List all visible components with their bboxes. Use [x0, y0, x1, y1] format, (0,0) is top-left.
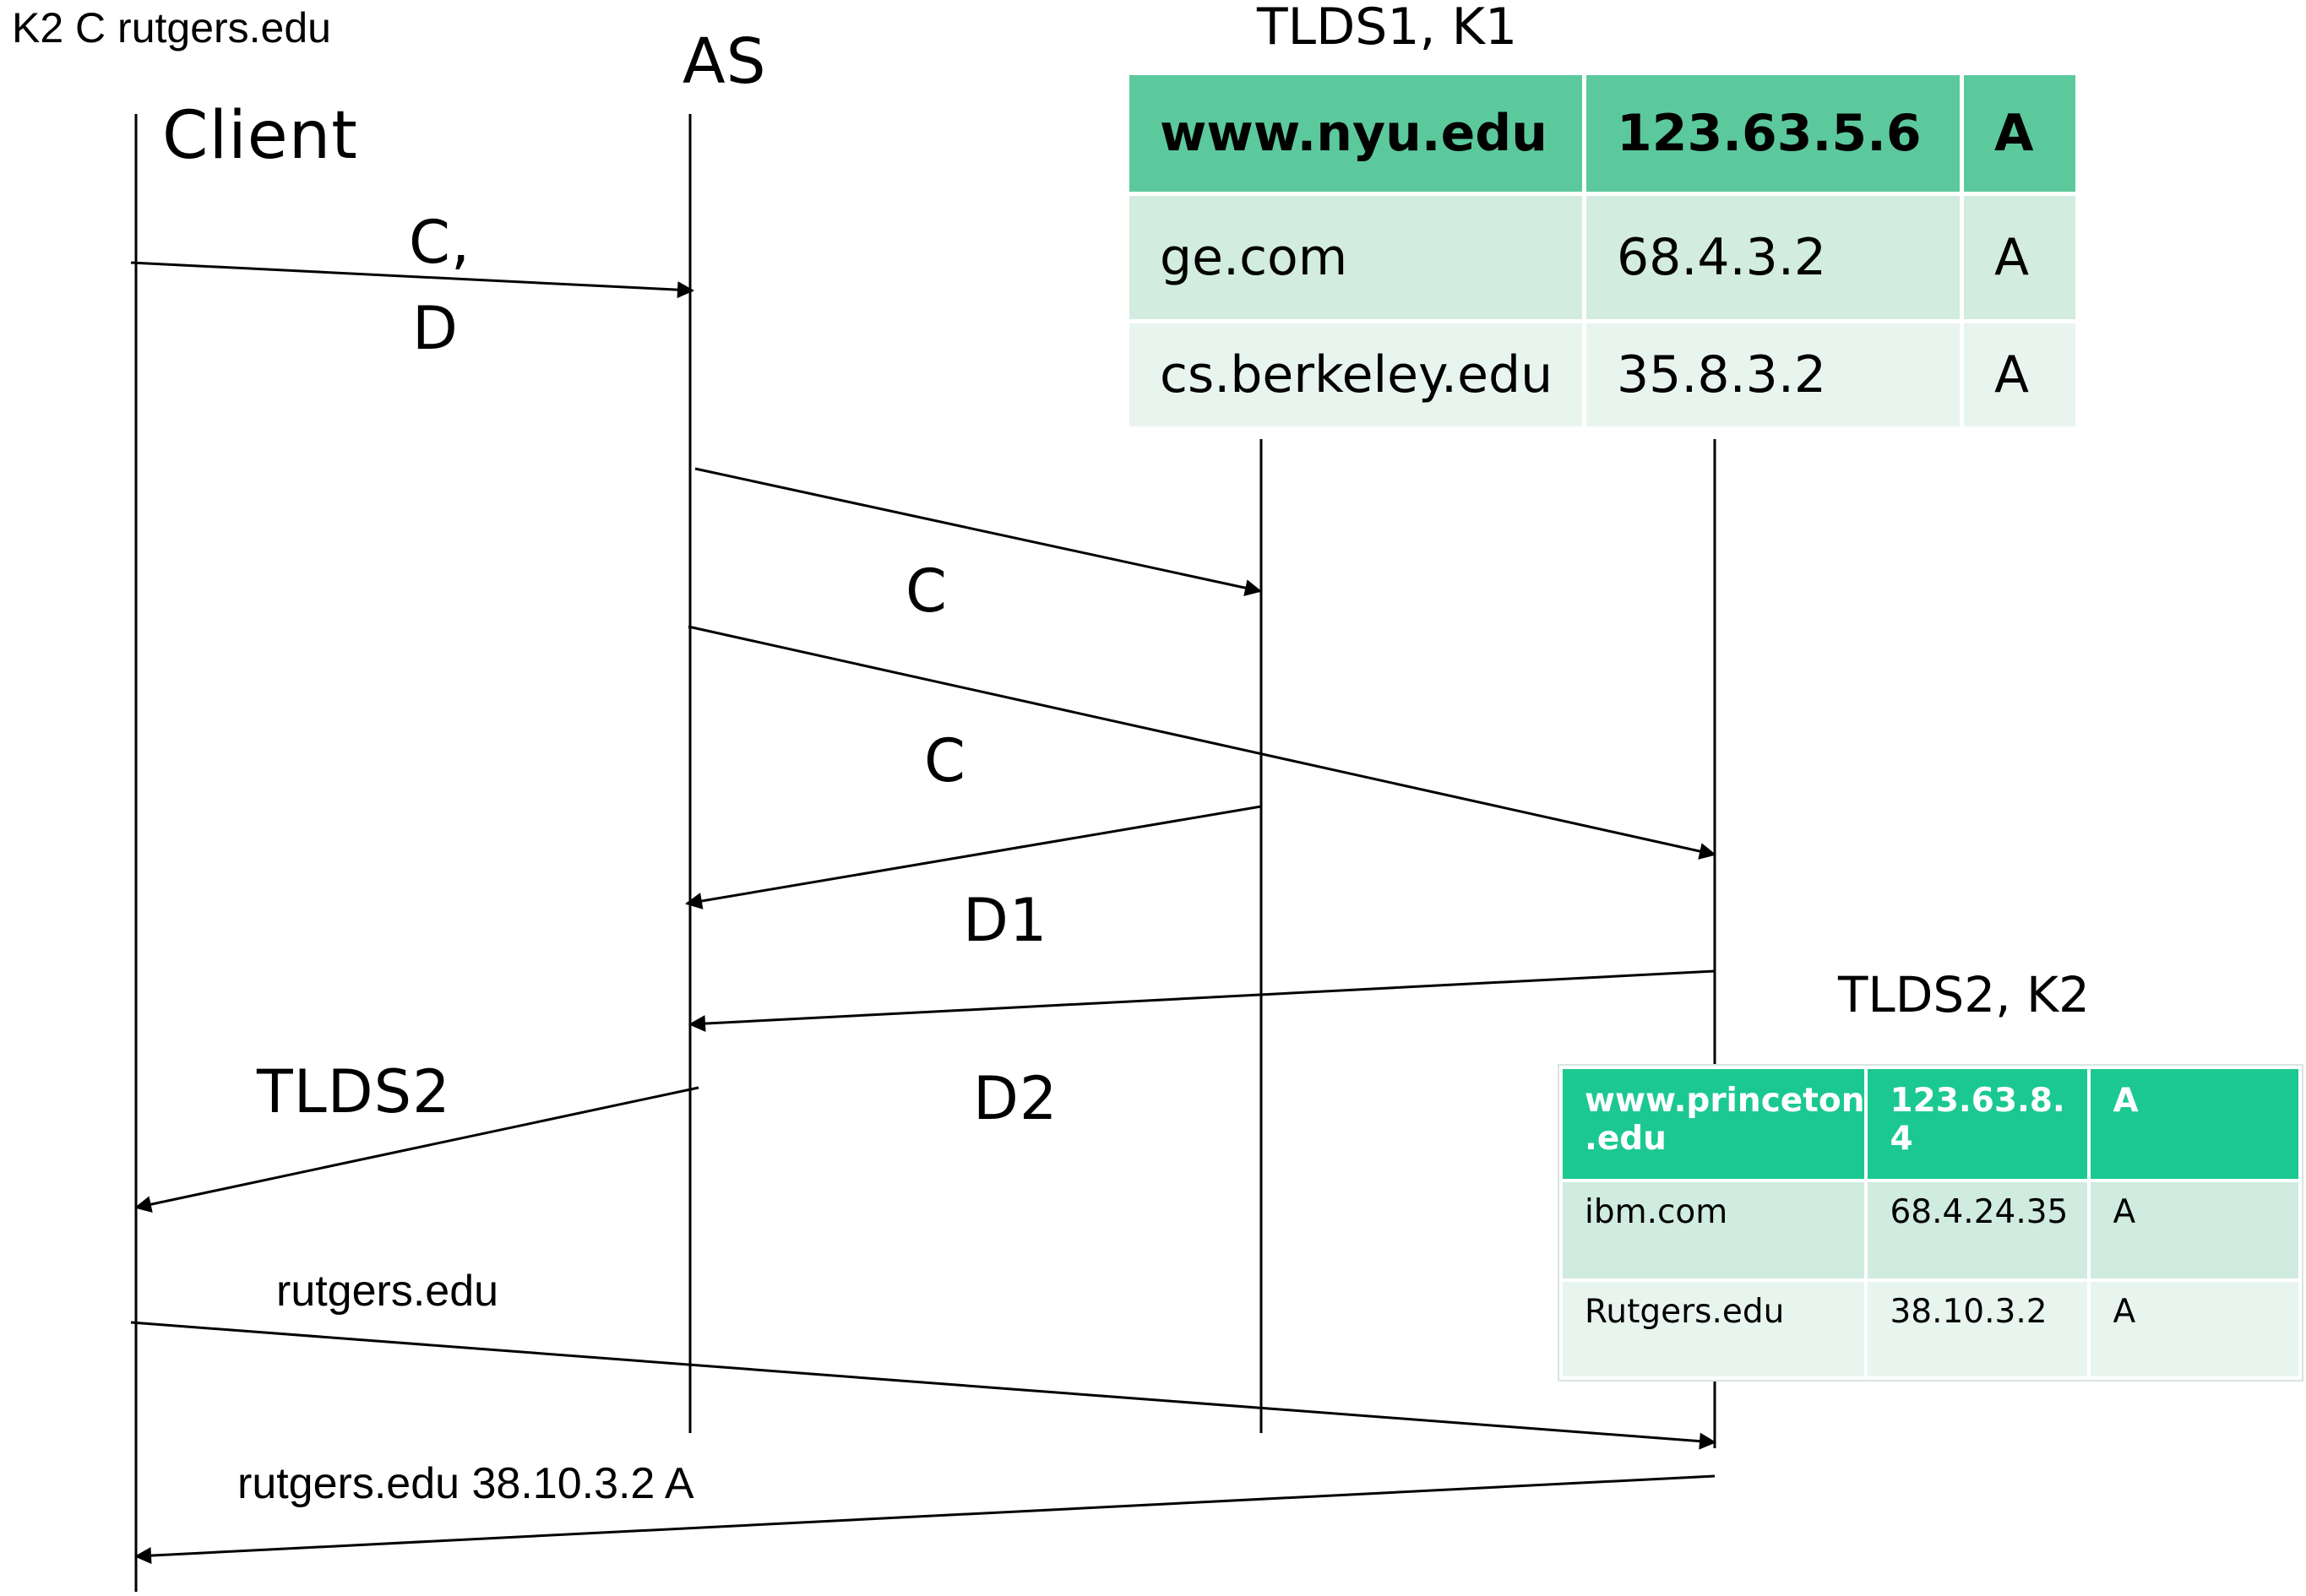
table-cell: 35.8.3.2 [1586, 323, 1960, 426]
table-row: www.nyu.edu 123.63.5.6 A [1129, 75, 2075, 192]
table-row: cs.berkeley.edu 35.8.3.2 A [1129, 323, 2075, 426]
table-cell: A [2091, 1182, 2299, 1278]
table-cell: ge.com [1129, 196, 1582, 319]
client-lifeline-label: Client [162, 98, 358, 174]
table-row: Rutgers.edu 38.10.3.2 A [1563, 1282, 2299, 1376]
tlds2-table: www.princeton .edu 123.63.8. 4 A ibm.com… [1557, 1064, 2304, 1382]
message-label-rutgers-query: rutgers.edu [276, 1267, 499, 1316]
table-cell: A [2091, 1069, 2299, 1179]
table-cell: ibm.com [1563, 1182, 1865, 1278]
table-cell: A [1964, 323, 2075, 426]
arrow-client-to-as [130, 261, 694, 299]
arrow-client-to-tlds2 [130, 1321, 1716, 1450]
message-label-c-tlds1: C [906, 556, 948, 626]
table-row: ge.com 68.4.3.2 A [1129, 196, 2075, 319]
table-cell: www.princeton .edu [1563, 1069, 1865, 1179]
corner-label: K2 C rutgers.edu [12, 4, 331, 52]
message-label-c-comma: C, [409, 208, 471, 277]
arrow-tlds1-to-as [685, 805, 1262, 909]
message-label-rutgers-answer: rutgers.edu 38.10.3.2 A [237, 1459, 694, 1508]
table-row: ibm.com 68.4.24.35 A [1563, 1182, 2299, 1278]
table-cell: 68.4.24.35 [1868, 1182, 2088, 1278]
table-cell: cs.berkeley.edu [1129, 323, 1582, 426]
as-lifeline-label: AS [683, 25, 767, 98]
arrow-as-to-tlds1 [694, 467, 1262, 596]
tlds1-table: www.nyu.edu 123.63.5.6 A ge.com 68.4.3.2… [1125, 71, 2080, 431]
tlds2-title: TLDS2, K2 [1838, 966, 2090, 1023]
arrow-tlds2-to-client [134, 1474, 1716, 1565]
message-label-d2: D2 [973, 1064, 1058, 1133]
message-label-d1: D1 [963, 886, 1048, 955]
table-cell: A [2091, 1282, 2299, 1376]
table-cell: www.nyu.edu [1129, 75, 1582, 192]
table-cell: Rutgers.edu [1563, 1282, 1865, 1376]
arrow-as-to-tlds2 [688, 625, 1716, 860]
table-cell: 68.4.3.2 [1586, 196, 1960, 319]
arrow-as-to-client [134, 1086, 699, 1213]
table-cell: 123.63.8. 4 [1868, 1069, 2088, 1179]
table-cell: A [1964, 75, 2075, 192]
table-row: www.princeton .edu 123.63.8. 4 A [1563, 1069, 2299, 1179]
message-label-tlds2: TLDS2 [257, 1057, 451, 1126]
table-cell: A [1964, 196, 2075, 319]
message-label-d: D [412, 294, 459, 363]
table-cell: 123.63.5.6 [1586, 75, 1960, 192]
message-label-c-tlds2: C [924, 726, 966, 795]
tlds1-title: TLDS1, K1 [1257, 0, 1518, 57]
table-cell: 38.10.3.2 [1868, 1282, 2088, 1376]
arrow-tlds2-to-as [688, 969, 1716, 1033]
